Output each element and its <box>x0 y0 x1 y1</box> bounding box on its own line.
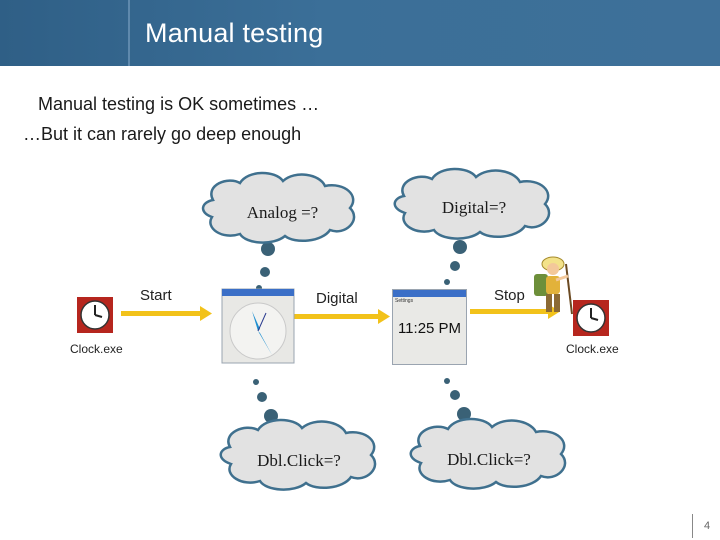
thought-dot <box>453 240 467 254</box>
clock-icon <box>573 300 609 336</box>
thought-dot <box>444 378 450 384</box>
digital-arrow <box>290 309 390 324</box>
hiker-icon <box>534 256 573 315</box>
thought-dot <box>457 407 471 421</box>
cloud-digital <box>393 167 551 240</box>
cloud-dblclick-right <box>409 417 567 490</box>
thought-dot <box>261 242 275 256</box>
analog-clock-window <box>221 288 295 364</box>
slide-title: Manual testing <box>145 18 324 48</box>
window-titlebar <box>393 290 466 297</box>
window-menu: Settings <box>395 298 414 304</box>
cloud-digital-text: Digital=? <box>441 198 507 217</box>
header-bar <box>0 0 720 66</box>
thought-dot <box>260 267 270 277</box>
cloud-dblclick-right-text: Dbl.Click=? <box>447 450 531 469</box>
thought-dot <box>444 279 450 285</box>
start-label: Start <box>140 287 172 304</box>
cloud-analog <box>201 171 356 244</box>
page-number: 4 <box>704 520 711 532</box>
cloud-dblclick-left <box>219 418 377 491</box>
thought-dot <box>450 390 460 400</box>
thought-dot <box>450 261 460 271</box>
start-arrow <box>121 306 212 321</box>
clock-exe-right-label: Clock.exe <box>566 342 619 356</box>
digital-clock-window: Settings 11:25 PM <box>392 289 467 365</box>
thought-dot <box>257 392 267 402</box>
header-divider <box>128 0 130 66</box>
cloud-analog-text: Analog =? <box>246 203 319 222</box>
body-line-2: …But it can rarely go deep enough <box>23 124 302 144</box>
body-line-1: Manual testing is OK sometimes … <box>38 94 320 114</box>
thought-dot <box>253 379 259 385</box>
stop-label: Stop <box>494 287 525 304</box>
clock-exe-left-label: Clock.exe <box>70 342 123 356</box>
cloud-dblclick-left-text: Dbl.Click=? <box>257 451 341 470</box>
page-divider <box>692 514 693 538</box>
digital-time: 11:25 PM <box>397 320 462 337</box>
digital-label: Digital <box>316 290 358 307</box>
clock-icon <box>77 297 113 333</box>
